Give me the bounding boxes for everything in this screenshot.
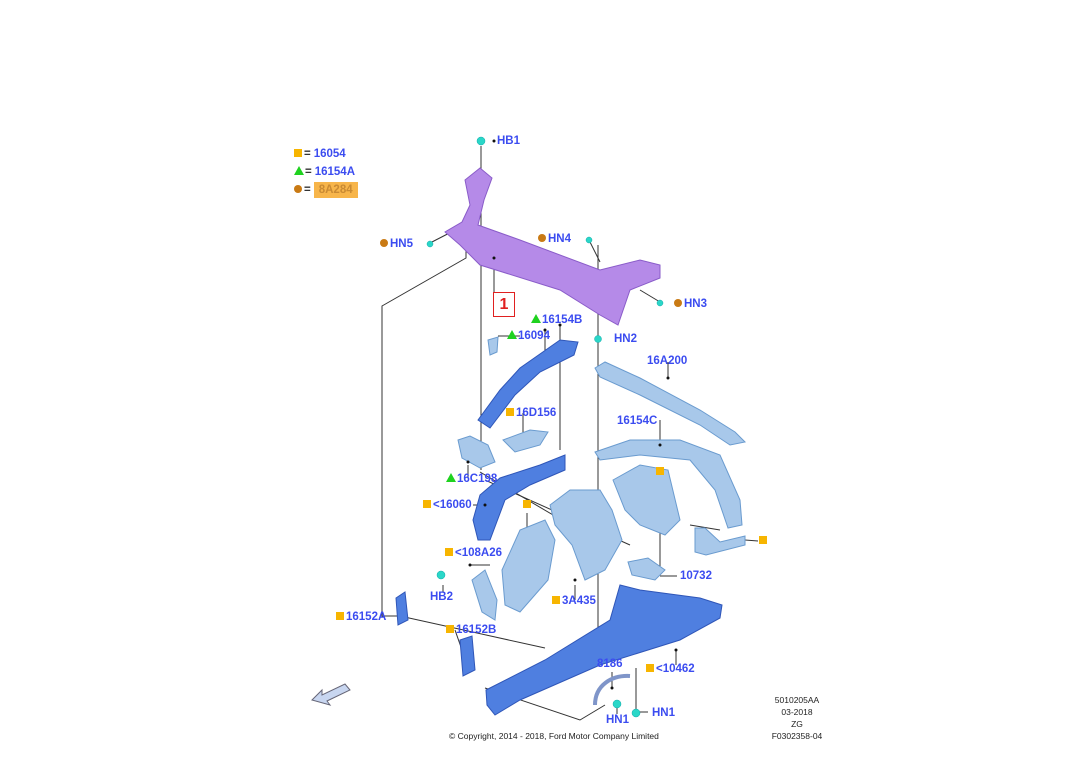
label-16060[interactable]: <16060 xyxy=(423,499,472,512)
direction-arrow-icon xyxy=(311,683,351,706)
meta-line: ZG xyxy=(791,719,803,729)
triangle-marker-icon xyxy=(507,330,517,339)
square-marker-icon xyxy=(445,548,453,556)
reference-box[interactable]: 1 xyxy=(493,292,515,317)
part-16152b xyxy=(459,635,476,677)
diagram-meta: 5010205AA 03-2018 ZG F0302358-04 xyxy=(760,694,834,742)
square-marker-icon xyxy=(423,500,431,508)
leader-dots xyxy=(466,139,678,690)
marker-square xyxy=(523,499,533,512)
square-marker-icon xyxy=(446,625,454,633)
part-frame-rail xyxy=(485,584,723,716)
legend-item-circle: =8A284 xyxy=(294,182,358,198)
part-10732 xyxy=(627,557,666,581)
circle-marker-icon xyxy=(674,299,682,307)
square-marker-icon xyxy=(294,149,302,157)
label-16c198[interactable]: 16C198 xyxy=(446,473,497,486)
label-hb2[interactable]: HB2 xyxy=(430,591,454,603)
part-16c198 xyxy=(457,435,496,469)
triangle-marker-icon xyxy=(294,166,304,175)
label-hn4[interactable]: HN4 xyxy=(538,233,571,246)
label-16a200[interactable]: 16A200 xyxy=(647,355,688,367)
circle-marker-icon xyxy=(294,185,302,193)
marker-square xyxy=(656,466,666,479)
label-hn5[interactable]: HN5 xyxy=(380,238,413,251)
label-16094[interactable]: 16094 xyxy=(507,330,550,343)
square-marker-icon xyxy=(646,664,654,672)
label-hb1[interactable]: HB1 xyxy=(497,135,521,147)
meta-line: F0302358-04 xyxy=(771,731,823,741)
radiator-support-part xyxy=(444,167,661,326)
label-hn1[interactable]: HN1 xyxy=(606,714,630,726)
legend-item-triangle: =16154A xyxy=(294,166,355,179)
part-16a200 xyxy=(594,361,747,446)
part-16154c xyxy=(594,439,743,529)
part-16094 xyxy=(487,336,499,356)
part-housing xyxy=(501,519,556,613)
part-16152a xyxy=(395,591,409,626)
label-16154c[interactable]: 16154C xyxy=(617,415,658,427)
meta-line: 5010205AA xyxy=(774,695,820,705)
part-3a435 xyxy=(549,489,623,581)
highlighted-code[interactable]: 8A284 xyxy=(313,182,358,198)
legend-item-square: =16054 xyxy=(294,148,346,161)
square-marker-icon xyxy=(552,596,560,604)
label-10462[interactable]: <10462 xyxy=(646,663,695,676)
square-marker-icon xyxy=(656,467,664,475)
label-8186[interactable]: 8186 xyxy=(597,658,623,670)
square-marker-icon xyxy=(336,612,344,620)
part-bracket xyxy=(612,464,681,536)
triangle-marker-icon xyxy=(531,314,541,323)
square-marker-icon xyxy=(523,500,531,508)
part-16154b xyxy=(477,339,579,429)
label-108a26[interactable]: <108A26 xyxy=(445,547,502,560)
label-16d156[interactable]: 16D156 xyxy=(506,407,556,420)
label-10732[interactable]: 10732 xyxy=(680,570,712,582)
part-16d156 xyxy=(502,429,549,453)
label-3a435[interactable]: 3A435 xyxy=(552,595,596,608)
label-hn1[interactable]: HN1 xyxy=(652,707,676,719)
part-small-bracket xyxy=(694,527,746,556)
label-16152b[interactable]: 16152B xyxy=(446,624,496,637)
part-8186 xyxy=(593,673,631,706)
label-16154b[interactable]: 16154B xyxy=(531,314,582,327)
circle-marker-icon xyxy=(380,239,388,247)
meta-line: 03-2018 xyxy=(781,707,813,717)
marker-square xyxy=(759,535,769,548)
circle-marker-icon xyxy=(538,234,546,242)
label-16152a[interactable]: 16152A xyxy=(336,611,386,624)
square-marker-icon xyxy=(759,536,767,544)
part-16060 xyxy=(472,454,566,541)
label-hn3[interactable]: HN3 xyxy=(674,298,707,311)
fasteners xyxy=(426,136,664,718)
part-108a26 xyxy=(471,569,498,621)
label-hn2[interactable]: HN2 xyxy=(614,333,638,345)
copyright-text: © Copyright, 2014 - 2018, Ford Motor Com… xyxy=(449,731,659,741)
triangle-marker-icon xyxy=(446,473,456,482)
square-marker-icon xyxy=(506,408,514,416)
